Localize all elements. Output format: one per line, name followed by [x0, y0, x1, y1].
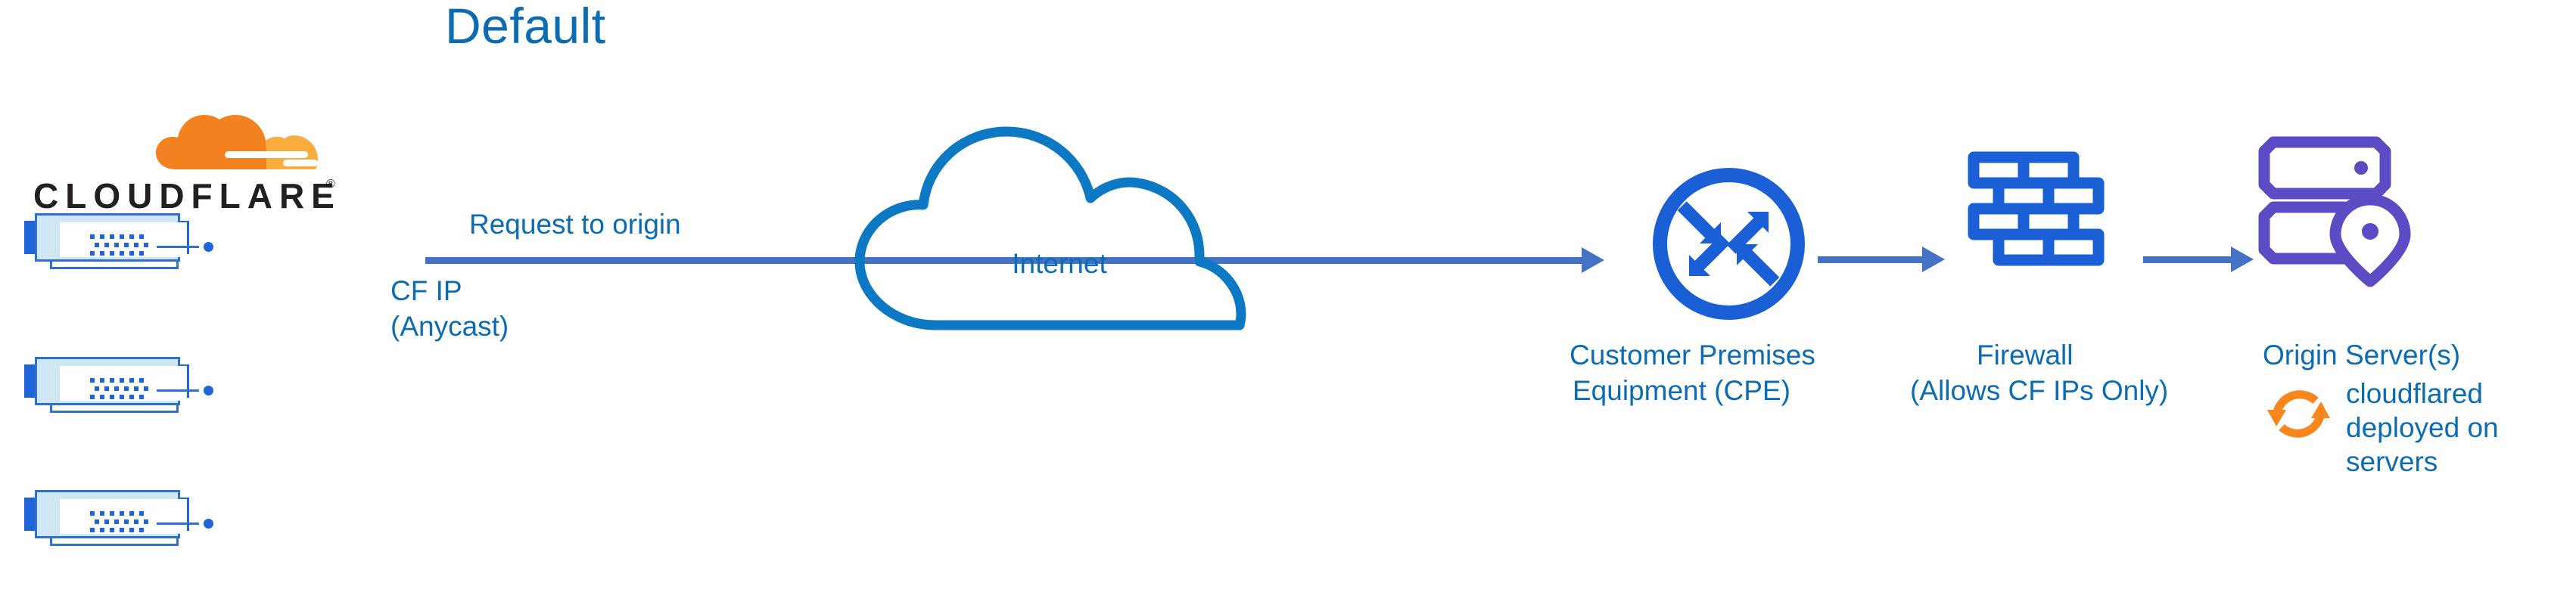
server-indicator-line: [157, 246, 199, 248]
origin-server-icon: [2258, 136, 2411, 287]
cpe-label-line2: Equipment (CPE): [1573, 375, 1790, 406]
server-status-led: [204, 386, 213, 395]
page-title: Default: [445, 0, 606, 54]
server-panel: [60, 366, 213, 402]
server-base: [50, 537, 179, 546]
router-icon: [1651, 166, 1806, 321]
server-base: [50, 260, 179, 269]
server-ports-icon: [90, 378, 148, 402]
server-ear-left: [24, 221, 38, 254]
server-panel: [60, 499, 213, 535]
cpe-label-line1: Customer Premises: [1570, 340, 1815, 371]
cf-ip-label-line2: (Anycast): [390, 311, 509, 342]
server-ports-icon: [90, 511, 148, 535]
server-frame: [35, 490, 213, 538]
registered-trademark-icon: ®: [326, 178, 335, 191]
server-appliance-icon: [21, 490, 213, 546]
cpe-to-firewall-arrow-head: [1922, 247, 1945, 272]
server-appliance-icon: [21, 213, 213, 269]
sync-arrows-icon: [2263, 378, 2335, 450]
cloudflared-annotation-label: cloudflared deployed on servers: [2346, 378, 2499, 478]
server-location-pin-icon: [2255, 136, 2425, 287]
cloud-icon: [854, 126, 1246, 330]
cloudflare-wordmark: CLOUDFLARE: [33, 176, 341, 216]
brick-wall-icon: [1968, 151, 2119, 276]
server-panel: [60, 222, 213, 259]
request-arrow-head: [1582, 247, 1604, 273]
internet-cloud-node: Internet: [840, 113, 1279, 363]
server-frame: [35, 357, 213, 405]
server-ports-icon: [90, 234, 148, 259]
internet-label: Internet: [1012, 248, 1107, 279]
server-base: [50, 404, 179, 413]
firewall-label-line1: Firewall: [1977, 340, 2074, 371]
cloudflared-sync-icon: [2267, 390, 2330, 438]
server-status-led: [204, 242, 213, 252]
server-appliance-icon: [21, 357, 213, 413]
server-indicator-line: [157, 523, 199, 525]
firewall-label-line2: (Allows CF IPs Only): [1910, 375, 2169, 406]
server-frame: [35, 213, 213, 262]
firewall-to-origin-arrow-line: [2143, 256, 2232, 263]
firewall-to-origin-arrow-head: [2231, 247, 2254, 272]
origin-label-line1: Origin Server(s): [2263, 340, 2461, 371]
router-circle-arrows-icon: [1653, 168, 1805, 320]
request-arrow-line: [425, 257, 1583, 264]
server-indicator-line: [157, 389, 199, 392]
request-to-origin-label: Request to origin: [469, 209, 681, 240]
server-ear-left: [24, 364, 38, 398]
cpe-to-firewall-arrow-line: [1818, 256, 1924, 263]
cloudflare-cloud-icon: [156, 115, 318, 169]
cf-ip-label-line1: CF IP: [390, 275, 462, 306]
server-ear-left: [24, 498, 38, 531]
cloudflare-logo: CLOUDFLARE ®: [33, 106, 351, 216]
server-status-led: [204, 519, 213, 529]
firewall-bricks-icon: [1968, 151, 2105, 266]
